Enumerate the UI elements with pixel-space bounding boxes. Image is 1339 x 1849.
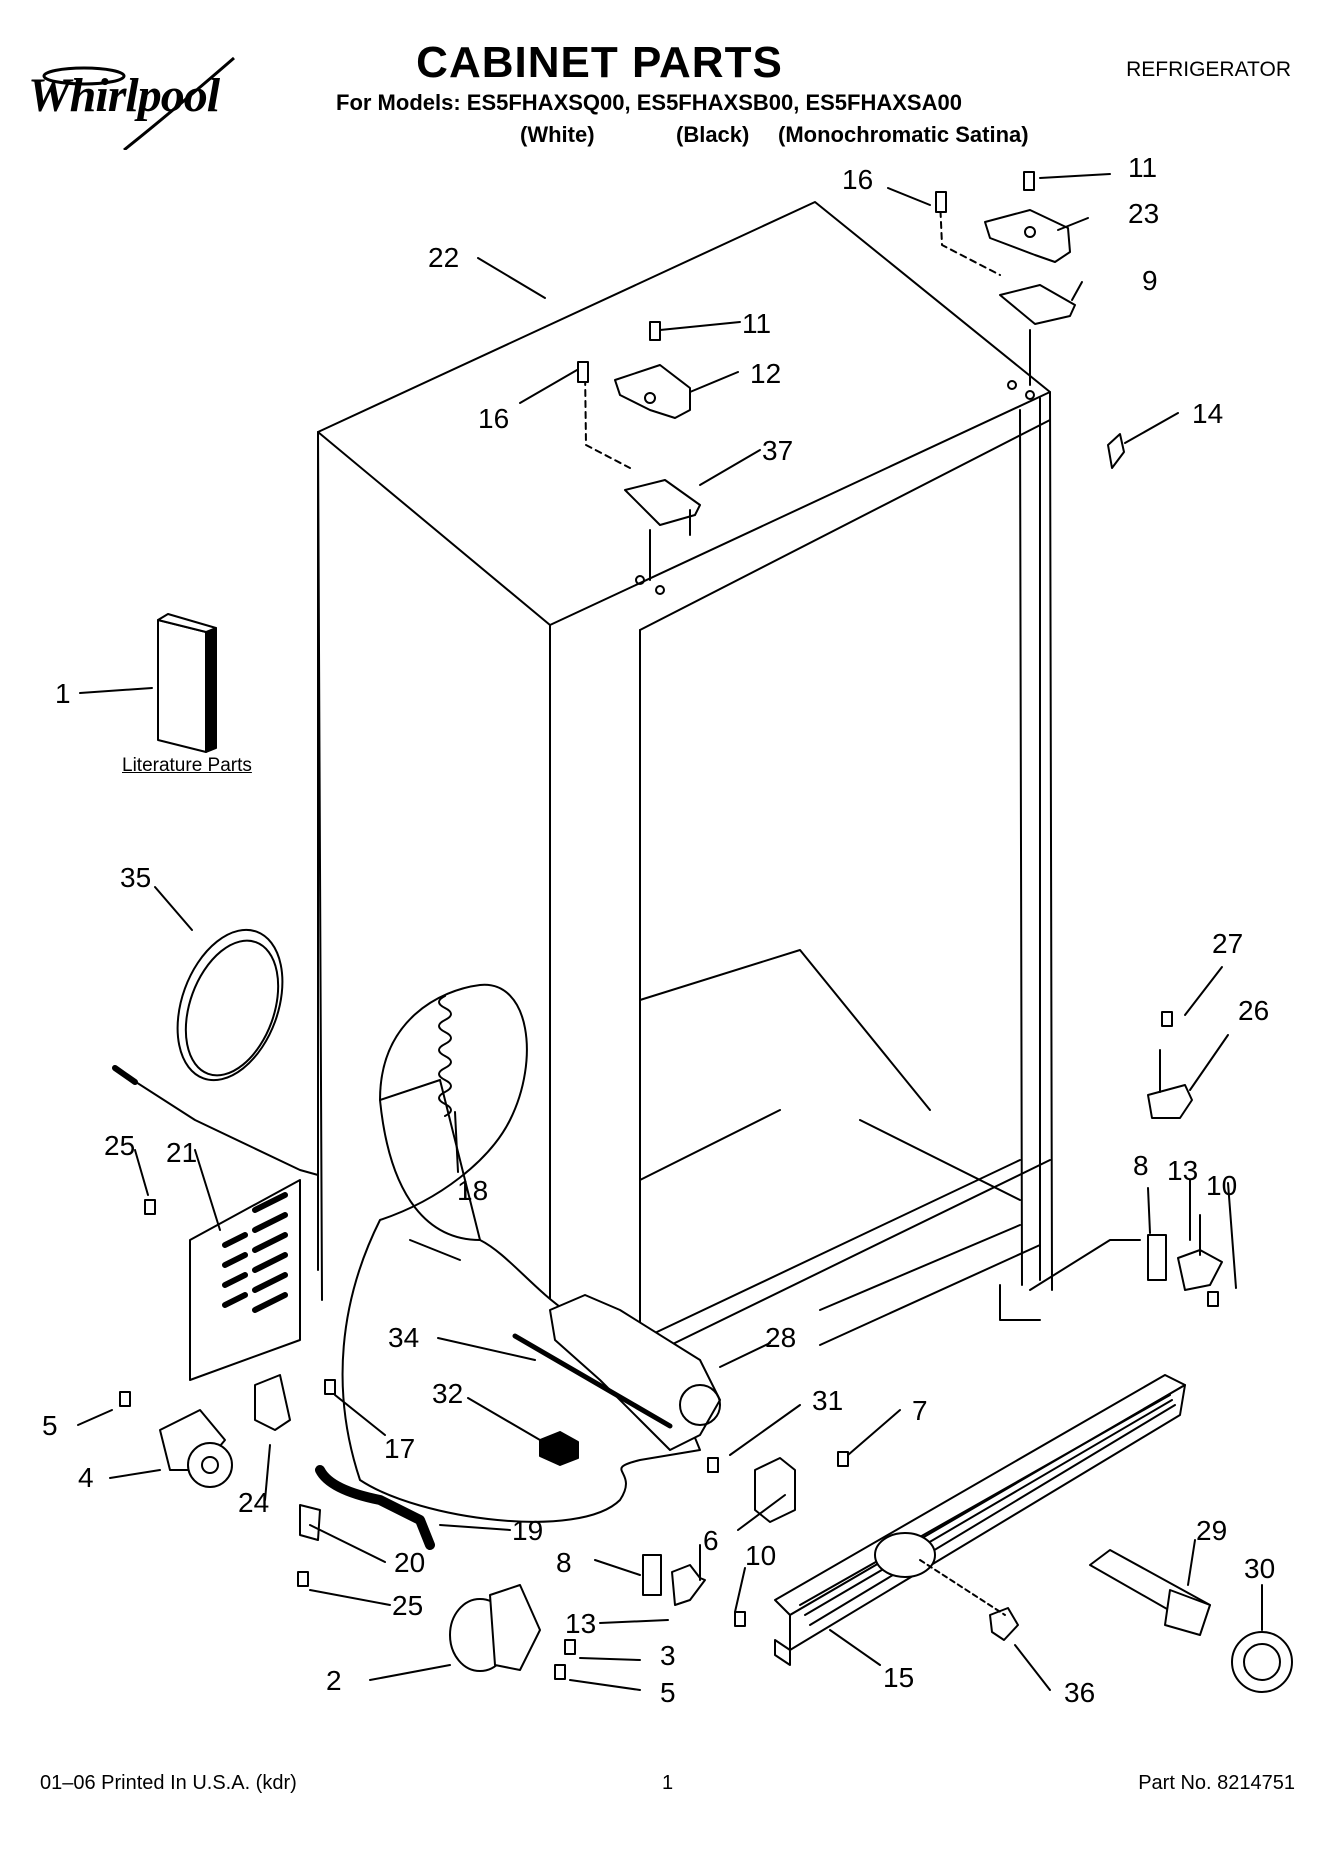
callout-18: 18 — [457, 1175, 489, 1206]
part-26-stop — [1147, 1084, 1193, 1119]
callout-37: 37 — [762, 435, 794, 466]
lower-hinge-bracket — [642, 1544, 706, 1606]
part-24-bracket — [254, 1374, 291, 1431]
callout-36: 36 — [1064, 1677, 1096, 1708]
callout-2: 2 — [326, 1665, 342, 1696]
top-hinge-left — [577, 321, 701, 595]
callout-9: 9 — [1142, 265, 1158, 296]
callout-29: 29 — [1196, 1515, 1228, 1546]
page-number: 1 — [662, 1772, 674, 1794]
literature-parts-link[interactable]: Literature Parts — [122, 755, 252, 776]
callout-25: 25 — [392, 1590, 424, 1621]
callout-10: 10 — [745, 1540, 777, 1571]
top-hinge-right — [935, 171, 1076, 400]
callout-21: 21 — [166, 1137, 198, 1168]
callout-11: 11 — [1128, 152, 1158, 183]
callout-19: 19 — [512, 1515, 544, 1546]
callout-16: 16 — [842, 164, 874, 195]
callout-20: 20 — [394, 1547, 426, 1578]
callout-13: 13 — [1167, 1155, 1199, 1186]
part-number: Part No. 8214751 — [1138, 1772, 1295, 1794]
callout-10: 10 — [1206, 1170, 1238, 1201]
callout-26: 26 — [1238, 995, 1270, 1026]
callout-leader-lines — [77, 173, 1263, 1691]
callout-30: 30 — [1244, 1553, 1276, 1584]
callout-31: 31 — [812, 1385, 844, 1416]
roller-assembly — [159, 1409, 233, 1488]
water-valve-assembly — [512, 1294, 721, 1451]
callout-7: 7 — [912, 1395, 928, 1426]
models-line: For Models: ES5FHAXSQ00, ES5FHAXSB00, ES… — [336, 90, 962, 115]
part-20-tube — [315, 1465, 435, 1550]
callout-25: 25 — [104, 1130, 136, 1161]
whirlpool-logo: Whirlpool — [28, 56, 235, 150]
callout-12: 12 — [750, 358, 782, 389]
part-6-bracket — [754, 1457, 796, 1523]
callout-32: 32 — [432, 1378, 464, 1409]
callout-15: 15 — [883, 1662, 915, 1693]
callout-14: 14 — [1192, 398, 1224, 429]
category-label: REFRIGERATOR — [1126, 58, 1291, 81]
callout-5: 5 — [660, 1677, 676, 1708]
callout-1: 1 — [55, 678, 71, 709]
brand-name: Whirlpool — [28, 69, 220, 122]
literature-booklet — [157, 613, 217, 753]
callout-13: 13 — [565, 1608, 597, 1639]
callout-3: 3 — [660, 1640, 676, 1671]
tubing-coil — [112, 928, 319, 1176]
callout-16: 16 — [478, 403, 510, 434]
callout-8: 8 — [556, 1547, 572, 1578]
color-white: (White) — [520, 122, 595, 147]
base-grille — [774, 1374, 1186, 1666]
callout-28: 28 — [765, 1322, 797, 1353]
water-filter — [1089, 1549, 1293, 1693]
part-32-block — [539, 1431, 579, 1466]
spring-part — [438, 995, 452, 1117]
callout-11: 11 — [742, 308, 772, 339]
screw-fasteners — [119, 1011, 1219, 1680]
callout-34: 34 — [388, 1322, 420, 1353]
print-info: 01–06 Printed In U.S.A. (kdr) — [40, 1772, 297, 1794]
color-black: (Black) — [676, 122, 750, 147]
part-20-clamp — [299, 1504, 321, 1541]
part-36-bypass — [989, 1607, 1019, 1641]
page-title: CABINET PARTS — [416, 38, 783, 87]
callout-17: 17 — [384, 1433, 416, 1464]
callout-35: 35 — [120, 862, 152, 893]
part-14-clip — [1107, 433, 1125, 469]
callout-5: 5 — [42, 1410, 58, 1441]
callout-8: 8 — [1133, 1150, 1149, 1181]
callout-24: 24 — [238, 1487, 270, 1518]
callout-22: 22 — [428, 242, 460, 273]
logo-swirl-icon — [42, 56, 235, 150]
callout-23: 23 — [1128, 198, 1160, 229]
callout-4: 4 — [78, 1462, 94, 1493]
callout-6: 6 — [703, 1525, 719, 1556]
right-hinge-bracket — [1029, 1214, 1223, 1291]
part-36-guide-line — [919, 1559, 1006, 1616]
color-satina: (Monochromatic Satina) — [778, 122, 1029, 147]
rear-access-panel — [189, 1179, 301, 1381]
callout-27: 27 — [1212, 928, 1244, 959]
leveler-assembly — [449, 1584, 541, 1672]
